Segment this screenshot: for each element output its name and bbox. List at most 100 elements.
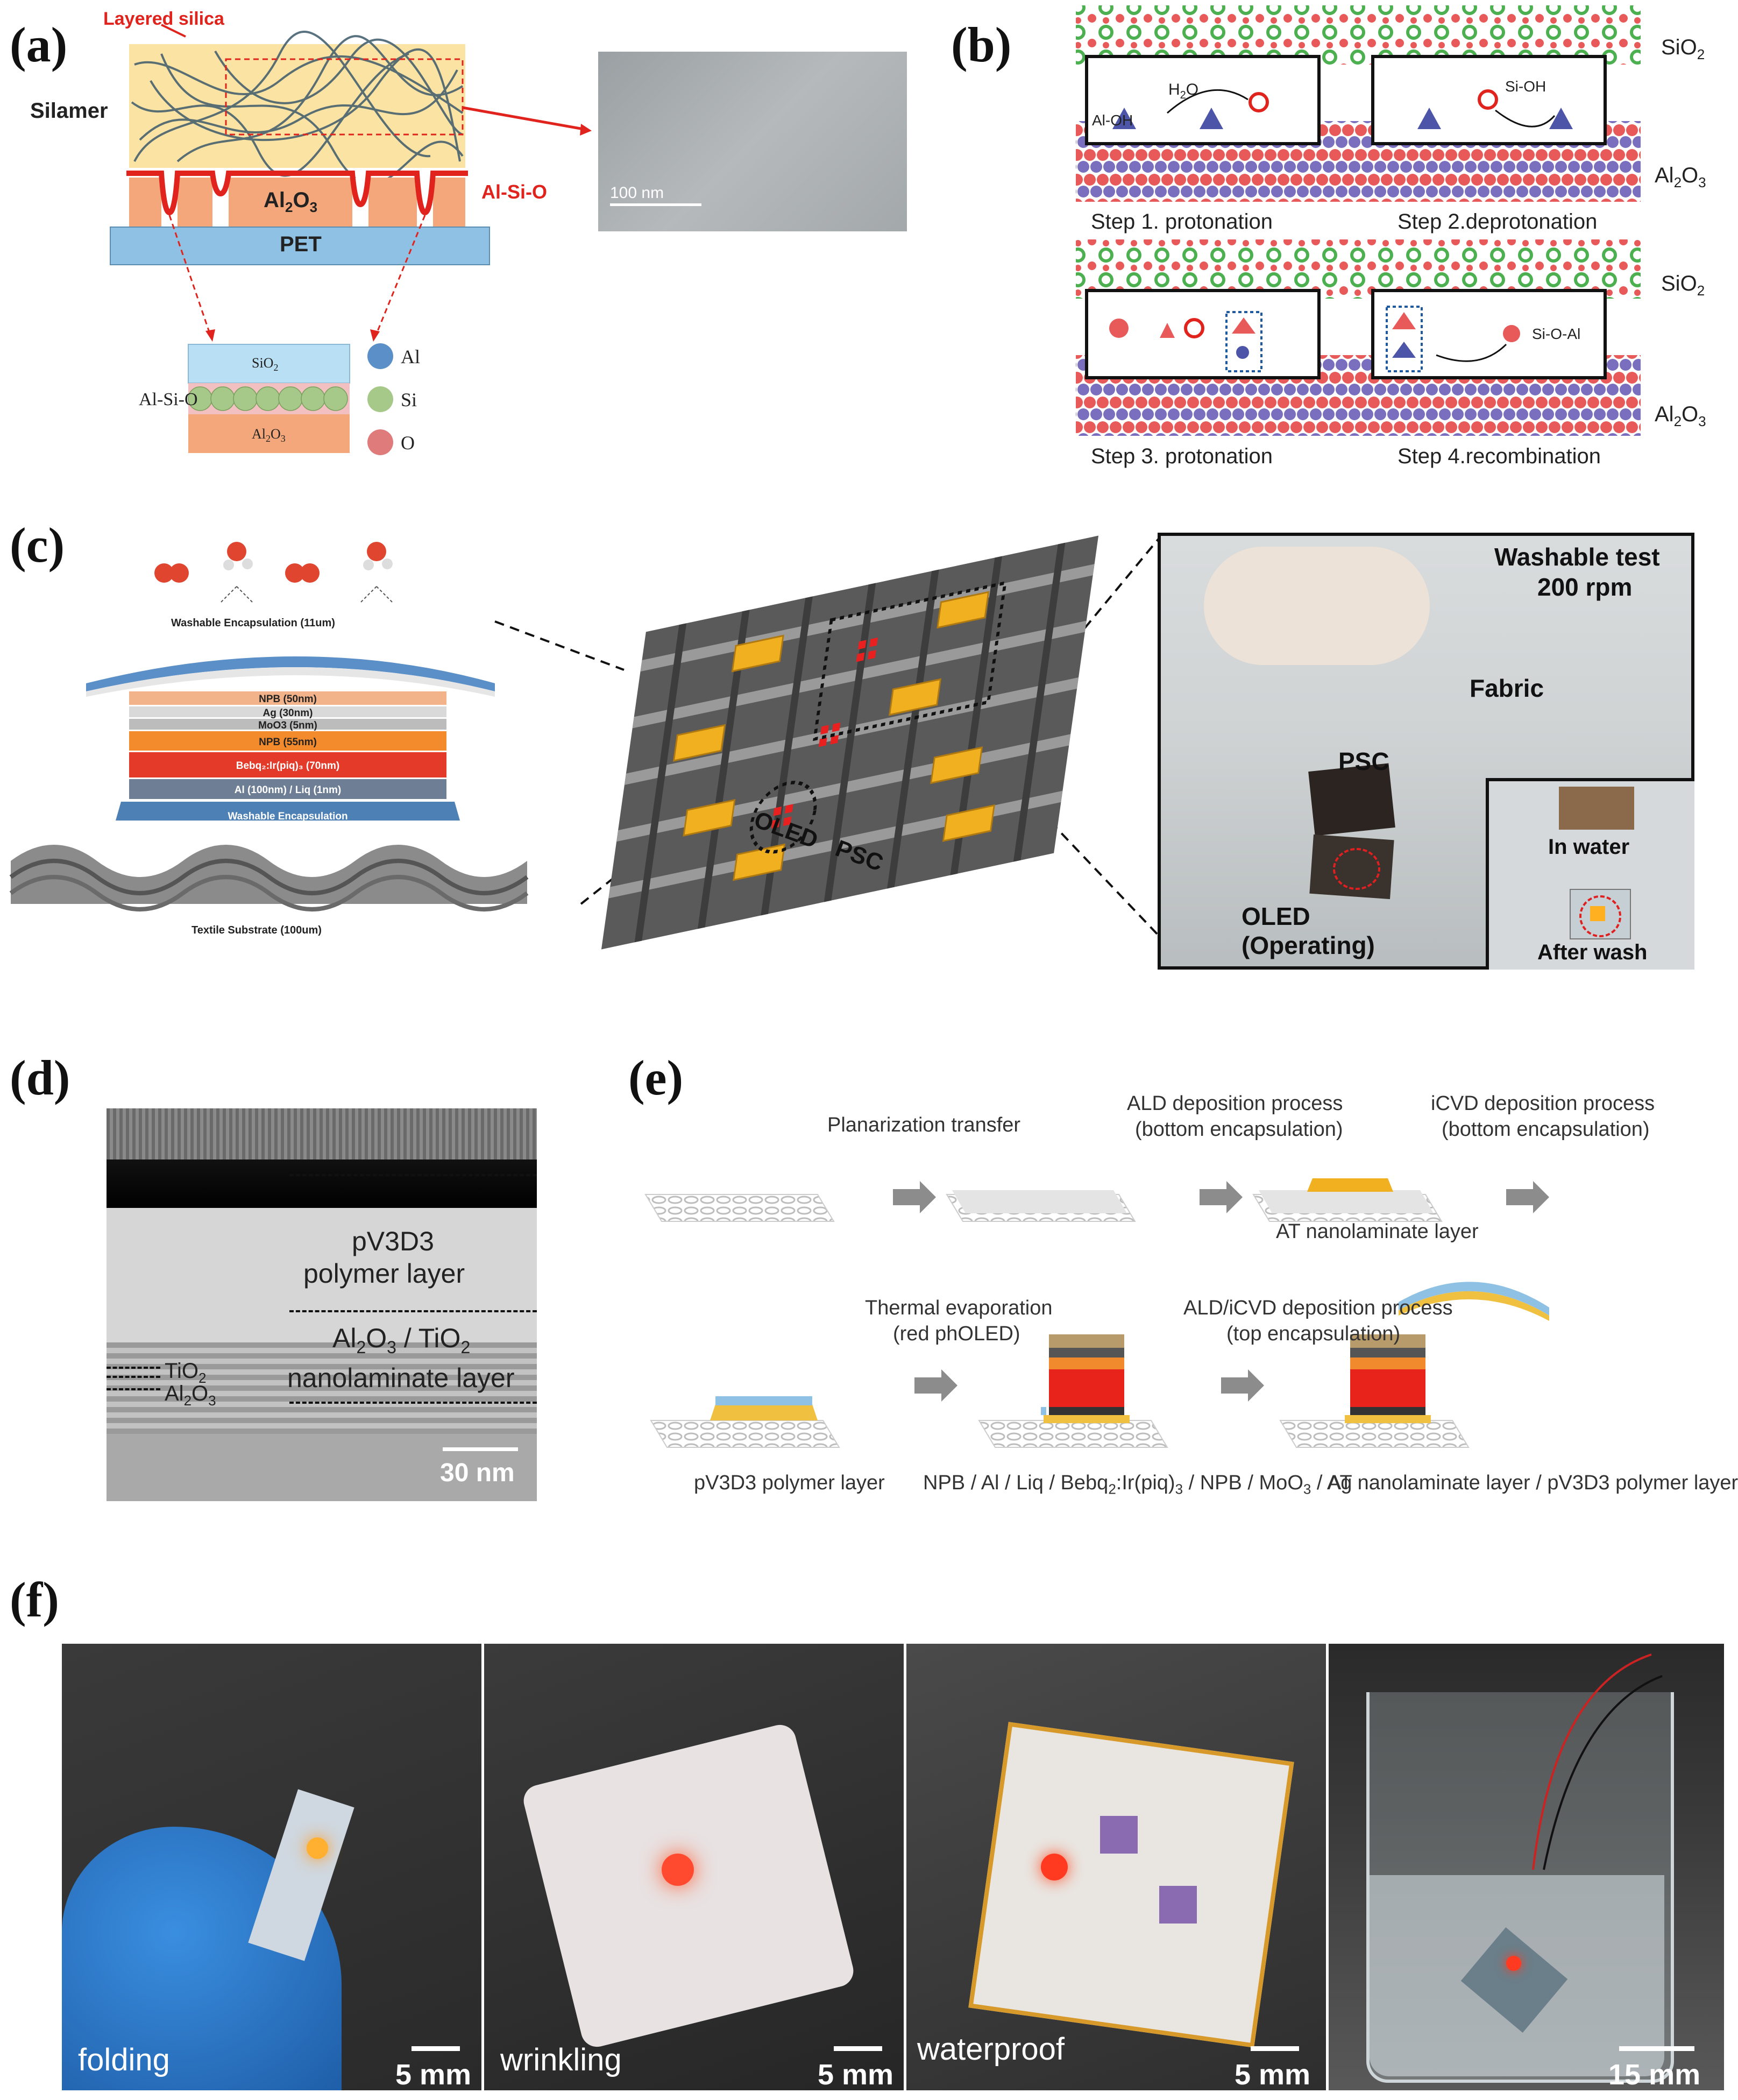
- f-fold-led: [307, 1837, 328, 1859]
- inset-al2o3-label: Al2O3: [252, 426, 286, 444]
- f-wrinkling-label: wrinkling: [500, 2042, 622, 2077]
- panel-d-label: (d): [10, 1050, 70, 1105]
- c-layer-washable: Washable Encapsulation: [228, 811, 348, 822]
- f-wrinkle-fabric: [520, 1721, 857, 2050]
- b-step4: Step 4.recombination: [1398, 444, 1601, 468]
- e-planarization: Planarization transfer: [827, 1114, 1021, 1136]
- b-aloh-label: Al-OH: [1092, 112, 1133, 129]
- b-sio2-bottom: SiO2: [1661, 272, 1705, 299]
- f-beaker-wires: [1532, 1653, 1663, 1870]
- d-pv3d3-line1: pV3D3: [352, 1226, 434, 1256]
- e-ald1: ALD deposition process: [1127, 1092, 1343, 1115]
- c-photo-oled1: OLED: [1242, 902, 1310, 930]
- tem-scale-label: 100 nm: [610, 184, 664, 202]
- silamer-label: Silamer: [30, 99, 108, 123]
- c-photo-oled2: (Operating): [1242, 931, 1375, 959]
- panel-c-label: (c): [10, 518, 65, 572]
- f-photo-wrinkling: wrinkling 5 mm: [484, 1644, 904, 2091]
- c-layer-npb50: NPB (50nm): [259, 694, 317, 705]
- c-inset-device-top: [1559, 787, 1634, 830]
- e-thermal2: (red phOLED): [893, 1323, 1020, 1345]
- f-wrinkling-scalebar: [834, 2046, 882, 2051]
- e-icvd2: (bottom encapsulation): [1442, 1118, 1650, 1141]
- d-dash-al2o3-1: [107, 1388, 160, 1390]
- c-inset-led-circle: [1579, 895, 1621, 937]
- b-h2o-label: H2O: [1168, 81, 1199, 101]
- c-layer-npb55: NPB (55nm): [259, 737, 317, 748]
- f-beaker-led: [1506, 1956, 1521, 1971]
- b-step2: Step 2.deprotonation: [1398, 210, 1598, 234]
- f-waterproof-scalebar: [1251, 2046, 1299, 2051]
- e-final-label: AT nanolaminate layer / pV3D3 polymer la…: [1328, 1472, 1738, 1494]
- f-photo-waterproof: waterproof 5 mm: [906, 1644, 1326, 2091]
- f-waterproof-fabric: [968, 1722, 1294, 2048]
- c-photo-inset: In water After wash: [1486, 778, 1694, 970]
- f-photo-beaker: 15 mm: [1329, 1644, 1724, 2091]
- e-aldicvd1: ALD/iCVD deposition process: [1183, 1297, 1453, 1319]
- e-stack-label: NPB / Al / Liq / Bebq2:Ir(piq)3 / NPB / …: [923, 1472, 1352, 1497]
- b-sio2-top: SiO2: [1661, 36, 1705, 62]
- d-dash-line-1: [289, 1174, 537, 1176]
- d-al2o3-label: Al2O3: [165, 1382, 216, 1409]
- d-nano-line2: nanolaminate layer: [287, 1363, 515, 1393]
- c-encap-top-label: Washable Encapsulation (11um): [171, 617, 335, 629]
- f-waterproof-pad-2: [1159, 1886, 1197, 1924]
- d-polymer-region: [107, 1208, 537, 1342]
- inset-alsio-label: Al-Si-O: [139, 390, 198, 409]
- pet-label: PET: [280, 232, 322, 256]
- d-substrate-region: [107, 1434, 537, 1501]
- legend-si: Si: [401, 389, 417, 411]
- panel-a-label: (a): [10, 17, 68, 72]
- f-waterproof-scale: 5 mm: [1235, 2059, 1311, 2091]
- d-dash-line-3: [289, 1402, 537, 1404]
- c-substrate-label: Textile Substrate (100um): [191, 924, 322, 936]
- d-scale-bar: [443, 1447, 518, 1451]
- panel-b-label: (b): [951, 17, 1012, 72]
- d-tio2-label: TiO2: [165, 1359, 207, 1386]
- panel-c-schematic: [9, 535, 1160, 950]
- c-inset-in-water: In water: [1548, 835, 1630, 859]
- e-ald2: (bottom encapsulation): [1135, 1118, 1343, 1141]
- d-nano-line1: Al2O3 / TiO2: [332, 1323, 471, 1357]
- d-dash-tio2-1: [107, 1367, 160, 1369]
- e-aldicvd2: (top encapsulation): [1226, 1323, 1401, 1345]
- c-layer-al-liq: Al (100nm) / Liq (1nm): [234, 784, 342, 796]
- f-folding-scalebar: [412, 2046, 460, 2051]
- e-at-layer: AT nanolaminate layer: [1276, 1220, 1479, 1243]
- f-wrinkling-scale: 5 mm: [818, 2059, 894, 2091]
- f-folding-scale: 5 mm: [395, 2059, 472, 2091]
- e-pv3d3: pV3D3 polymer layer: [694, 1472, 885, 1494]
- c-photo-psc: PSC: [1338, 747, 1389, 775]
- b-step1: Step 1. protonation: [1091, 210, 1273, 234]
- d-tem-image: pV3D3 polymer layer Al2O3 / TiO2 nanolam…: [107, 1108, 537, 1501]
- c-photo-title1: Washable test: [1494, 543, 1660, 571]
- panel-a-schematic: [110, 24, 592, 455]
- al2o3-block-label: Al2O3: [264, 188, 318, 215]
- tem-scale-bar: [610, 203, 701, 206]
- d-pv3d3-line2: polymer layer: [303, 1258, 465, 1289]
- panel-e-label: (e): [628, 1050, 684, 1105]
- d-nanolaminate-region: [107, 1342, 537, 1434]
- panel-b-schematic: [1076, 5, 1641, 436]
- d-dash-line-2: [289, 1310, 537, 1312]
- b-step3: Step 3. protonation: [1091, 444, 1273, 468]
- b-al2o3-bottom: Al2O3: [1655, 402, 1706, 429]
- e-icvd1: iCVD deposition process: [1431, 1092, 1655, 1115]
- b-al2o3-top: Al2O3: [1655, 164, 1706, 190]
- c-layer-moo3: MoO3 (5nm): [258, 720, 317, 731]
- f-beaker-scale: 15 mm: [1608, 2059, 1701, 2091]
- inset-sio2-label: SiO2: [252, 355, 279, 373]
- panel-f-label: (f): [10, 1572, 59, 1627]
- f-waterproof-pad-1: [1100, 1816, 1138, 1854]
- b-sioh-label: Si-OH: [1505, 78, 1547, 95]
- c-photo-fabric: Fabric: [1470, 674, 1544, 702]
- b-sioal-label: Si-O-Al: [1532, 326, 1581, 342]
- e-thermal1: Thermal evaporation: [865, 1297, 1053, 1319]
- f-photo-folding: folding 5 mm: [62, 1644, 481, 2091]
- d-scale-label: 30 nm: [440, 1459, 515, 1487]
- d-dash-tio2-2: [107, 1376, 160, 1378]
- c-photo-oled-circle: [1333, 848, 1380, 890]
- f-beaker-scalebar: [1619, 2046, 1694, 2051]
- al-si-o-label: Al-Si-O: [481, 181, 547, 203]
- tem-image: 100 nm: [598, 52, 907, 231]
